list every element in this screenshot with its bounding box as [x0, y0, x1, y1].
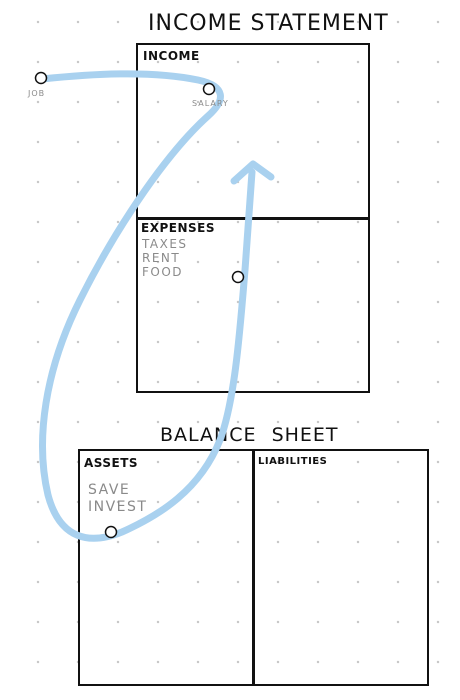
salary-label: SALARY: [192, 99, 229, 108]
expense-items-list: TAXES RENT FOOD: [142, 237, 188, 279]
money-flow-arrow: [38, 70, 256, 542]
job-label: JOB: [28, 89, 46, 98]
flow-arrowhead-icon: [230, 160, 275, 185]
income-statement-title: INCOME STATEMENT: [148, 11, 389, 36]
assets-box: [78, 449, 255, 686]
expenses-label: EXPENSES: [141, 221, 215, 235]
liabilities-label: LIABILITIES: [258, 456, 328, 467]
income-label: INCOME: [143, 49, 200, 63]
asset-item: SAVE: [88, 482, 131, 498]
assets-node: [104, 525, 118, 539]
job-node: [34, 71, 48, 85]
expenses-box: [136, 217, 370, 393]
balance-sheet-title: BALANCE SHEET: [160, 424, 339, 446]
assets-label: ASSETS: [84, 456, 139, 470]
expense-item: FOOD: [142, 265, 184, 279]
asset-item: INVEST: [88, 499, 148, 515]
expense-item: RENT: [142, 251, 181, 265]
income-box: [136, 43, 370, 220]
expenses-node: [231, 270, 245, 284]
liabilities-box: [252, 449, 429, 686]
asset-items-list: SAVE INVEST: [88, 482, 147, 516]
salary-node: [202, 82, 216, 96]
expense-item: TAXES: [142, 237, 188, 251]
